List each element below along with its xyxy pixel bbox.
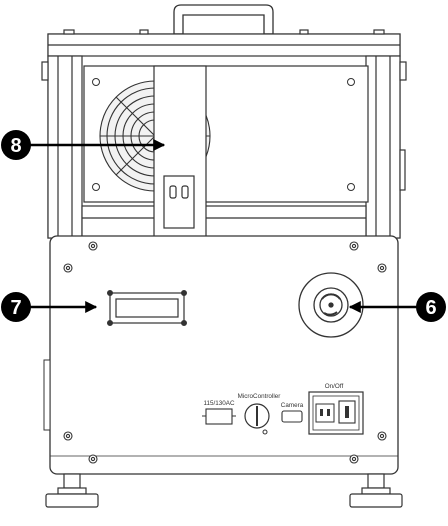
callout-6: 6 <box>348 292 446 322</box>
callout-8-number: 8 <box>10 135 21 157</box>
carry-handle <box>173 4 274 35</box>
voltage-selector: 115/130AC <box>202 400 236 425</box>
callout-7-badge <box>1 292 31 322</box>
twist-lock-connector <box>298 272 364 338</box>
callout-6-number: 6 <box>425 297 436 319</box>
microcontroller-knob: MicroController <box>238 393 281 435</box>
lower-panel <box>43 235 399 475</box>
feet <box>45 473 403 508</box>
callout-6-badge <box>416 292 446 322</box>
microcontroller-label: MicroController <box>238 393 281 400</box>
callout-7-number: 7 <box>10 297 21 319</box>
power-label: On/Off <box>325 383 344 390</box>
handle-port <box>106 290 188 327</box>
fan-bracket <box>153 65 207 239</box>
callout-8: 8 <box>1 130 166 160</box>
callout-7: 7 <box>1 292 98 322</box>
camera-port: Camera <box>281 402 304 423</box>
panel-screws <box>63 241 387 464</box>
power-inlet-switch: On/Off <box>308 383 364 435</box>
camera-label: Camera <box>281 402 304 409</box>
voltage-label: 115/130AC <box>203 400 234 407</box>
callout-8-badge <box>1 130 31 160</box>
